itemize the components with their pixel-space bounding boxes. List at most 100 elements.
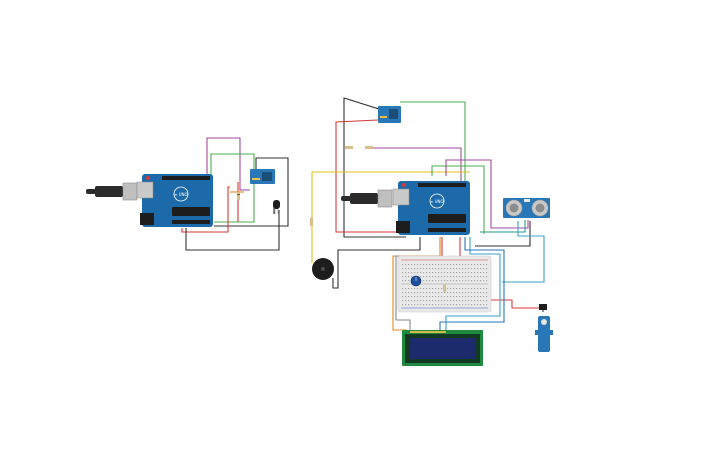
breadboard-hole — [432, 296, 434, 298]
ir-receiver-left[interactable] — [273, 200, 280, 214]
breadboard-hole — [456, 296, 458, 298]
wire-teal[interactable] — [480, 220, 526, 233]
breadboard-hole — [435, 264, 437, 266]
breadboard-hole — [444, 296, 446, 298]
breadboard-hole — [450, 268, 452, 270]
wire-cyan[interactable] — [502, 221, 545, 283]
breadboard-hole — [438, 264, 440, 266]
breadboard-hole — [411, 276, 413, 278]
resistor-bb[interactable] — [443, 284, 446, 292]
breadboard-hole — [444, 268, 446, 270]
breadboard-hole — [477, 268, 479, 270]
breadboard-hole — [474, 296, 476, 298]
wire-black[interactable] — [214, 157, 289, 227]
breadboard-hole — [441, 300, 443, 302]
breadboard-hole — [447, 268, 449, 270]
breadboard-hole — [465, 288, 467, 290]
breadboard-hole — [465, 280, 467, 282]
breadboard-hole — [432, 276, 434, 278]
breadboard-hole — [486, 272, 488, 274]
wire-purple-mid[interactable] — [370, 147, 462, 183]
breadboard-hole — [471, 264, 473, 266]
breadboard-hole — [480, 300, 482, 302]
wire-green-2[interactable] — [431, 165, 485, 234]
breadboard-hole — [408, 288, 410, 290]
breadboard-hole — [402, 300, 404, 302]
breadboard-hole — [453, 272, 455, 274]
wire-yellow[interactable] — [311, 171, 470, 263]
breadboard-hole — [477, 288, 479, 290]
breadboard-hole — [429, 268, 431, 270]
resistor-left[interactable] — [237, 192, 240, 200]
breadboard[interactable] — [397, 255, 492, 313]
breadboard-hole — [462, 296, 464, 298]
breadboard-hole — [480, 280, 482, 282]
breadboard-hole — [447, 296, 449, 298]
arduino-uno-left[interactable]: ∞ UNO — [136, 174, 213, 227]
breadboard-hole — [456, 292, 458, 294]
breadboard-hole — [486, 280, 488, 282]
breadboard-hole — [405, 272, 407, 274]
breadboard-hole — [435, 296, 437, 298]
breadboard-hole — [414, 268, 416, 270]
breadboard-hole — [414, 264, 416, 266]
wire-blue-bb[interactable] — [445, 237, 501, 330]
breadboard-hole — [426, 296, 428, 298]
wire-purple[interactable] — [206, 137, 250, 191]
breadboard-hole — [423, 280, 425, 282]
wifi-module-right[interactable] — [378, 106, 401, 123]
lcd-16x2[interactable] — [402, 330, 483, 366]
micro-servo[interactable] — [535, 304, 553, 352]
breadboard-hole — [450, 280, 452, 282]
breadboard-hole — [444, 276, 446, 278]
breadboard-hole — [456, 276, 458, 278]
wire-red[interactable] — [181, 186, 230, 233]
wire-blue-bb2[interactable] — [439, 237, 505, 330]
breadboard-hole — [402, 304, 404, 306]
wire-orange-lcd[interactable] — [392, 237, 441, 331]
wire-green[interactable] — [210, 153, 255, 223]
breadboard-hole — [456, 264, 458, 266]
breadboard-hole — [447, 264, 449, 266]
resistors-right[interactable] — [310, 146, 373, 226]
breadboard-hole — [462, 272, 464, 274]
breadboard-hole — [477, 280, 479, 282]
wire-black-2[interactable] — [185, 210, 280, 251]
wire-black-top[interactable] — [343, 97, 406, 238]
wire-black-buzzer[interactable] — [332, 237, 421, 289]
breadboard-hole — [444, 300, 446, 302]
breadboard-hole — [426, 304, 428, 306]
ultrasonic-sensor[interactable] — [503, 198, 550, 218]
breadboard-hole — [426, 276, 428, 278]
breadboard-hole — [471, 272, 473, 274]
wire-red-top[interactable] — [335, 119, 404, 233]
breadboard-hole — [411, 272, 413, 274]
breadboard-hole — [471, 288, 473, 290]
wire-black-us[interactable] — [475, 221, 531, 247]
breadboard-hole — [477, 304, 479, 306]
breadboard-hole — [468, 280, 470, 282]
breadboard-hole — [474, 276, 476, 278]
breadboard-hole — [405, 292, 407, 294]
arduino-uno-right[interactable]: ∞ UNO — [392, 181, 470, 235]
breadboard-hole — [480, 272, 482, 274]
breadboard-hole — [429, 300, 431, 302]
wire-green-top[interactable] — [400, 101, 466, 186]
wire-red-servo[interactable] — [480, 299, 540, 309]
usb-cable-left[interactable] — [86, 182, 138, 201]
breadboard-hole — [438, 276, 440, 278]
breadboard-hole — [411, 268, 413, 270]
breadboard-hole — [474, 272, 476, 274]
breadboard-hole — [468, 264, 470, 266]
wire-gray[interactable] — [395, 255, 411, 330]
breadboard-hole — [486, 292, 488, 294]
breadboard-hole — [447, 276, 449, 278]
wire-purple-2[interactable] — [445, 159, 529, 229]
piezo-buzzer[interactable] — [312, 258, 334, 280]
breadboard-hole — [453, 280, 455, 282]
wifi-module-left[interactable] — [250, 169, 275, 184]
usb-cable-right[interactable] — [341, 189, 393, 208]
breadboard-hole — [468, 288, 470, 290]
breadboard-hole — [477, 296, 479, 298]
